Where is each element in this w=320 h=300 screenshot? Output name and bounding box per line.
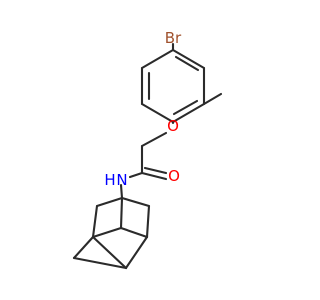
ether-oxygen-label: O bbox=[167, 117, 179, 135]
structure-diagram: Br O O N H bbox=[72, 29, 223, 270]
bond bbox=[91, 204, 99, 239]
methyl-bond bbox=[202, 92, 223, 106]
carbonyl-oxygen-label: O bbox=[168, 167, 180, 185]
molecule-drawing: Br O O N H bbox=[72, 29, 223, 270]
bond bbox=[119, 196, 124, 230]
bond bbox=[140, 48, 175, 70]
bond bbox=[145, 204, 151, 239]
adamantane-cage bbox=[72, 196, 151, 270]
carbonyl-double-bond bbox=[143, 166, 168, 175]
carbonyl-double-bond bbox=[140, 171, 168, 181]
o-ch2-bond bbox=[140, 131, 168, 148]
bond bbox=[72, 256, 128, 270]
aromatic-double-bond bbox=[172, 99, 199, 116]
bond bbox=[95, 196, 124, 208]
bond bbox=[124, 235, 149, 270]
bond bbox=[171, 102, 206, 124]
bond bbox=[91, 226, 123, 239]
bond bbox=[120, 196, 151, 208]
aromatic-double-bond bbox=[174, 55, 200, 72]
bond bbox=[140, 102, 175, 124]
bromine-label: Br bbox=[165, 29, 182, 47]
bond bbox=[72, 235, 95, 260]
bond bbox=[119, 226, 149, 239]
amide-hydrogen-label: H bbox=[104, 171, 115, 189]
amide-nitrogen-label: N bbox=[116, 171, 127, 189]
bond bbox=[171, 48, 206, 70]
bond bbox=[91, 235, 128, 270]
carbonyl-n-bond bbox=[128, 171, 144, 179]
benzene-ring bbox=[140, 48, 206, 124]
n-adamantyl-bond bbox=[119, 183, 124, 200]
